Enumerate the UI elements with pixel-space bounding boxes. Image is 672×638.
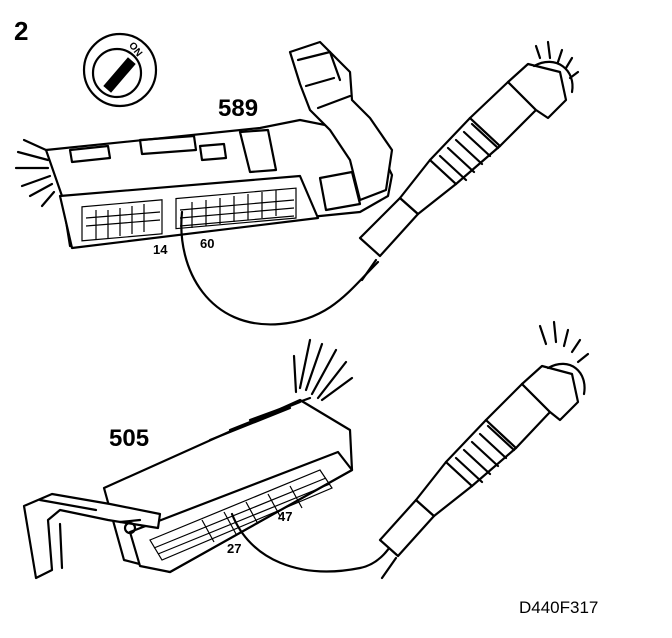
pin-27-label: 27 [227, 541, 242, 556]
test-lamp-lower-icon [378, 320, 590, 580]
connector-589-drawing [14, 40, 394, 326]
step-number: 2 [14, 16, 29, 46]
figure-reference: D440F317 [519, 598, 599, 617]
connector-505-drawing [22, 338, 402, 580]
pin-14-label: 14 [153, 242, 168, 257]
pin-47-label: 47 [278, 509, 293, 524]
connector-589-label: 589 [218, 95, 259, 122]
pin-60-label: 60 [200, 236, 215, 251]
connector-505-label: 505 [109, 425, 150, 452]
ignition-switch-icon [82, 32, 158, 108]
test-lamp-upper-icon [358, 40, 580, 282]
